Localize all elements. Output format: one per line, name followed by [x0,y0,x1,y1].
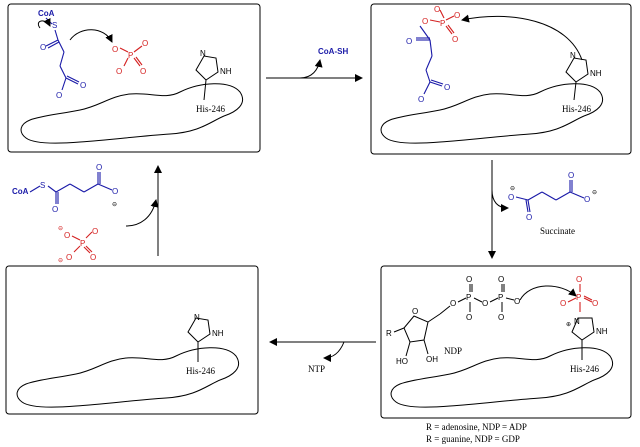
his-phosphate-o-right: O [592,299,598,308]
phosphate-reactant: ⊖ O P O O O ⊖ [58,226,98,264]
imidazole-nh-2: NH [590,69,602,78]
ndp-o-1-bot: O [466,313,472,322]
pi-o-left: O [64,231,70,240]
protein-outline-3 [390,347,614,408]
succinate-o-right: O [584,195,590,204]
phosphate-o-bridge-1: O [112,45,118,54]
succinyl-coa-reactant: CoA S O O O ⊖ [12,163,118,214]
svg-text:⊖: ⊖ [592,190,597,196]
phosphate-o-top-1: O [142,39,148,48]
oxygen-side-bottom: O [52,205,58,214]
phosphate-o-left-1: O [116,67,122,76]
coa-sh-label: CoA-SH [318,47,348,56]
svg-text:⊖: ⊖ [58,226,63,232]
phosphate-o-down-2: O [452,35,458,44]
ndp-o-1: O [450,299,456,308]
pi-o-right: O [90,253,96,262]
his-label-1: His-246 [196,104,225,114]
sulfur-label-1: S [52,21,57,30]
succinate-o-top: O [568,171,574,180]
his-phosphate-o-top: O [576,275,582,284]
footnote-adp: R = adenosine, NDP = ADP [426,422,527,432]
phosphate-o-right-2: O [454,11,460,20]
phosphorus-label-1: P [128,51,133,60]
imidazole-n-2: N [570,51,576,60]
phosphorus-label-2: P [440,19,445,28]
ndp-p-2: P [498,293,503,302]
ribose-o: O [412,307,418,316]
svg-text:⊖: ⊖ [58,258,63,264]
ndp-label: NDP [444,346,462,356]
his-phosphate-p: P [576,293,581,302]
succinate-label: Succinate [540,226,575,236]
svg-text:⊖: ⊖ [112,202,117,208]
oxygen-carbonyl-1: O [40,43,46,52]
imidazole-n-1: N [200,49,206,58]
sulfur-label-side: S [40,181,45,190]
imidazole-n-3: N [574,317,580,326]
protein-outline-2 [380,83,604,144]
oxygen-carboxyl-1b: O [56,91,62,100]
pi-o-top: O [92,227,98,236]
succinate-o-bottom: O [526,213,532,222]
his-label-2: His-246 [562,104,591,114]
oxygen-carboxyl-2b: O [418,95,424,104]
svg-text:⊖: ⊖ [510,186,515,192]
imidazole-nh-3: NH [596,327,608,336]
protein-outline-1 [20,83,244,144]
succinate-o-left: O [508,193,514,202]
panel-4: N NH His-246 [5,265,259,415]
imidazole-n-4: N [194,313,200,322]
panel-2: O O O O P O O O N NH His-246 [370,3,632,155]
ntp-label: NTP [308,364,325,374]
phosphate-o-bridge-2: O [422,17,428,26]
oxygen-carboxyl-2a: O [444,83,450,92]
his-phosphate-o-left: O [560,299,566,308]
his-label-3: His-246 [570,364,599,374]
phosphate-o-right-1: O [140,67,146,76]
ho-label: HO [396,357,408,366]
protein-outline-4 [16,347,240,408]
footnote-gdp: R = guanine, NDP = GDP [426,434,520,444]
pi-p: P [80,239,85,248]
ndp-o-terminal: O [514,297,520,306]
ndp-o-2-top: O [498,275,504,284]
r-group: R [386,329,392,338]
oxygen-carboxyl-1a: O [80,81,86,90]
oh-label: OH [426,355,438,364]
panel-1: CoA S O O O O P O O O N NH His-246 [7,3,261,153]
imidazole-nh-1: NH [220,67,232,76]
oxygen-carbonyl-2: O [406,37,412,46]
oxygen-side-top: O [96,163,102,172]
succinate-product: O ⊖ O O O ⊖ Succinate [508,171,597,236]
imidazole-nh-4: NH [212,329,224,338]
coa-label-side: CoA [12,187,29,196]
phosphate-o-top-2: O [434,5,440,14]
ndp-o-bridge: O [482,299,488,308]
ndp-o-1-top: O [466,275,472,284]
ndp-o-2-bot: O [498,313,504,322]
svg-text:⊕: ⊕ [566,322,571,328]
oxygen-side-right: O [112,187,118,196]
panel-3: O R HO OH NDP O P O O O P O O O P O [380,265,632,419]
ndp-p-1: P [466,293,471,302]
his-label-4: His-246 [186,366,215,376]
pi-o-bottom: O [66,253,72,262]
coa-label-1: CoA [38,9,55,18]
